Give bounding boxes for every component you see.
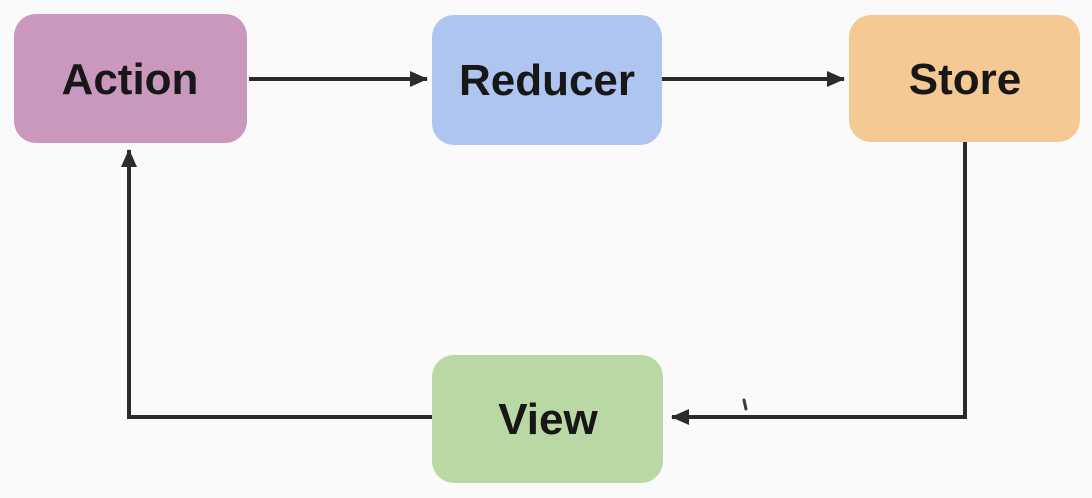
node-reducer: Reducer — [432, 15, 662, 145]
node-store: Store — [849, 15, 1080, 142]
node-view-label: View — [498, 395, 598, 444]
node-action-label: Action — [62, 55, 199, 104]
node-reducer-box — [432, 15, 662, 145]
edge-store-to-view — [671, 142, 967, 425]
node-view-box — [432, 355, 663, 483]
cursor-artifact-mark — [742, 398, 748, 411]
edge-view-to-action — [121, 149, 432, 419]
node-action: Action — [14, 14, 247, 143]
node-store-box — [849, 15, 1080, 142]
node-reducer-label: Reducer — [459, 56, 635, 105]
node-view: View — [432, 355, 663, 483]
node-store-label: Store — [909, 55, 1021, 104]
node-action-box — [14, 14, 247, 143]
